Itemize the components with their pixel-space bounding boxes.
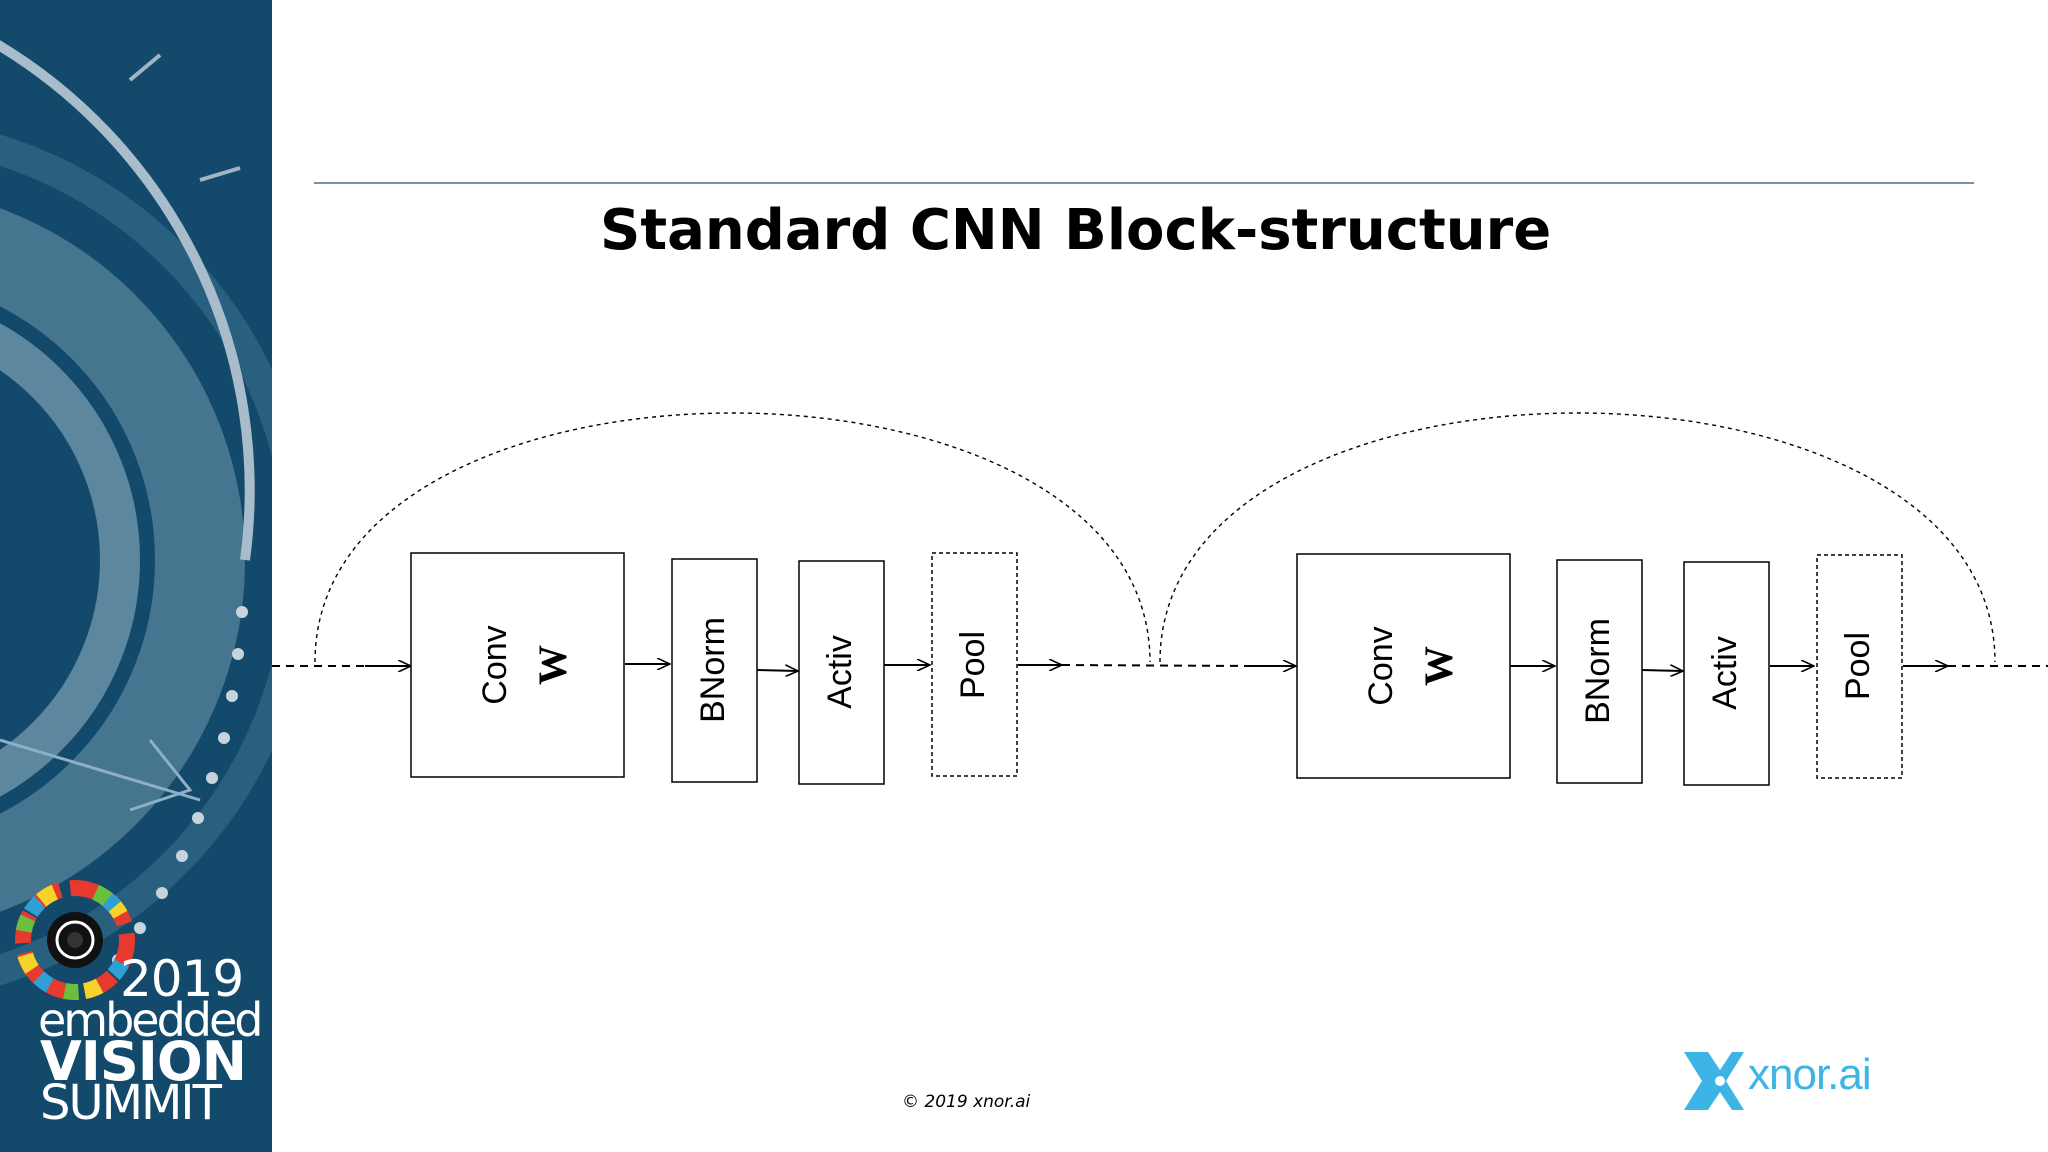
conv-weight-label-2: W — [1416, 646, 1461, 686]
conv-box-1 — [410, 552, 625, 778]
xnor-logo-icon — [1684, 1052, 1744, 1110]
activ-box-1 — [798, 560, 885, 785]
conv-weight-label-1: W — [530, 645, 575, 685]
conv-box-2 — [1296, 553, 1511, 779]
event-year: 2019 — [120, 950, 244, 1008]
company-wordmark: xnor.ai — [1748, 1050, 1872, 1099]
event-name-vision: VISION — [40, 1030, 247, 1093]
event-name-embedded: embedded — [38, 993, 264, 1047]
sidebar-banner: 2019 embedded VISION SUMMIT — [0, 0, 272, 1152]
activ-label-1: Activ — [821, 635, 859, 709]
bnorm-box-2 — [1556, 559, 1643, 784]
activ-label-2: Activ — [1706, 636, 1744, 710]
conv-label-1: Conv — [476, 625, 514, 704]
pool-box-1 — [931, 552, 1018, 777]
arrow-bnorm-activ-1 — [756, 670, 798, 671]
summit-logo-icon — [15, 880, 135, 1000]
bnorm-box-1 — [671, 558, 758, 783]
copyright-footer: © 2019 xnor.ai — [902, 1092, 1031, 1112]
bnorm-label-1: BNorm — [694, 617, 732, 723]
pool-label-2: Pool — [1839, 632, 1877, 700]
event-name-summit: SUMMIT — [40, 1075, 222, 1131]
conv-label-2: Conv — [1362, 626, 1400, 705]
sidebar-art — [0, 0, 272, 1152]
pool-box-2 — [1816, 554, 1903, 779]
activ-box-2 — [1683, 561, 1770, 786]
bnorm-label-2: BNorm — [1579, 618, 1617, 724]
skip-connection-arc-1 — [314, 412, 1151, 663]
arrow-bnorm-activ-2 — [1641, 670, 1683, 671]
pool-label-1: Pool — [954, 631, 992, 699]
slide-title: Standard CNN Block-structure — [600, 198, 1552, 263]
skip-connection-arc-2 — [1159, 412, 1996, 663]
between-blocks-dashed-line — [1061, 664, 1251, 667]
title-rule — [314, 182, 1974, 184]
